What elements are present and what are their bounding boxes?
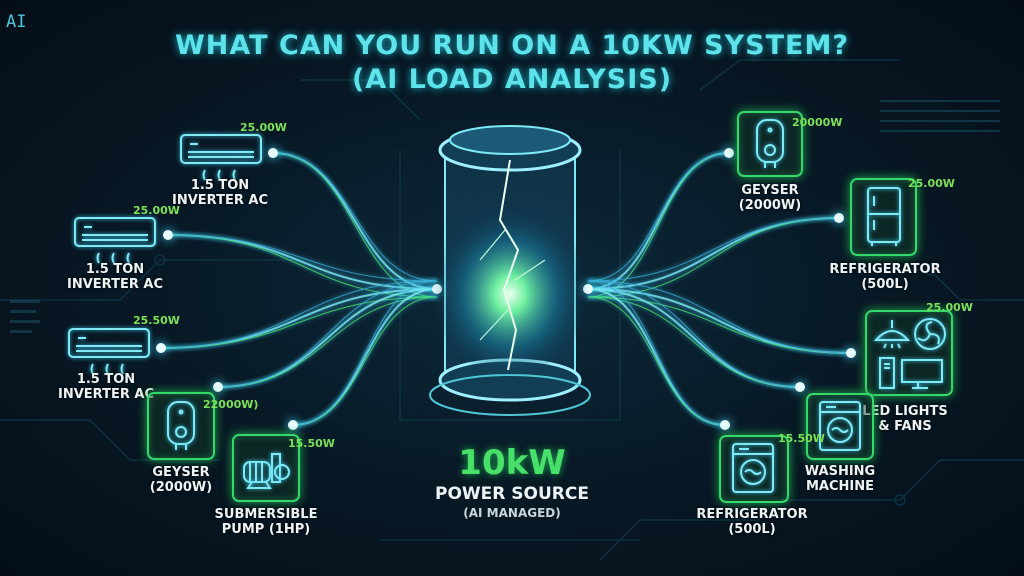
wire-endpoint: [795, 382, 805, 392]
load-value: 25.00W: [908, 177, 955, 190]
water-pump-icon: [243, 453, 290, 489]
wire-endpoint: [834, 213, 844, 223]
load-label: REFRIGERATOR(500L): [829, 262, 941, 292]
wire-endpoint: [268, 148, 278, 158]
power-wire: [587, 280, 726, 426]
power-wire: [272, 152, 438, 290]
load-label: GEYSER(2000W): [738, 183, 802, 213]
wire-endpoint: [720, 420, 730, 430]
power-wire: [587, 296, 726, 426]
load-label: REFRIGERATOR(500L): [696, 507, 808, 537]
washing-machine-icon: [819, 401, 861, 451]
power-wire: [167, 234, 438, 282]
washing-machine-icon: [732, 443, 774, 493]
refrigerator-icon: [867, 187, 901, 246]
power-wire: [167, 234, 438, 298]
page-subtitle: (AI LOAD ANALYSIS): [351, 64, 673, 95]
ai-managed-label: (AI MANAGED): [463, 506, 561, 520]
wire-endpoint: [156, 343, 166, 353]
lights-fans-computer-icon: [873, 318, 946, 389]
power-wire: [587, 280, 852, 354]
power-wire: [160, 280, 438, 349]
power-wire: [160, 288, 438, 349]
water-heater-icon: [167, 401, 195, 450]
load-value: 20000W: [792, 116, 843, 129]
load-label: LED LIGHTS& FANS: [862, 404, 948, 434]
power-wire: [587, 152, 730, 282]
power-wire: [587, 152, 730, 298]
power-wire: [587, 280, 801, 388]
wire-endpoint: [213, 382, 223, 392]
wire-endpoint: [288, 420, 298, 430]
load-value: 22000W): [203, 398, 259, 411]
power-wire: [587, 217, 840, 298]
wire-endpoint: [724, 148, 734, 158]
power-source-label: POWER SOURCE: [435, 484, 589, 504]
load-value: 25.00W: [133, 204, 180, 217]
capacity-value: 10kW: [458, 443, 566, 483]
power-wire: [587, 296, 801, 388]
load-value: 25.00W: [240, 121, 287, 134]
load-value: 15.50W: [288, 437, 335, 450]
power-wire: [272, 152, 438, 298]
air-conditioner-icon: [74, 217, 156, 264]
load-label: GEYSER(2000W): [149, 465, 213, 495]
power-wire: [160, 296, 438, 349]
page-title: WHAT CAN YOU RUN ON A 10KW SYSTEM?: [174, 30, 850, 61]
water-heater-icon: [756, 119, 784, 168]
load-value: 25.50W: [133, 314, 180, 327]
power-cylinder-icon: [429, 125, 591, 416]
load-value: 15.50W: [778, 432, 825, 445]
power-wire: [587, 296, 852, 354]
air-conditioner-icon: [68, 328, 150, 375]
power-wire: [217, 296, 438, 388]
power-wire: [292, 280, 438, 426]
power-wire: [587, 217, 840, 282]
load-value: 25.00W: [926, 301, 973, 314]
ai-logo: AI: [6, 12, 27, 32]
power-wire: [292, 296, 438, 426]
wire-endpoint: [846, 348, 856, 358]
air-conditioner-icon: [180, 134, 262, 181]
power-wire: [587, 152, 730, 290]
power-wire: [272, 152, 438, 282]
power-wire: [217, 280, 438, 388]
power-wire: [167, 234, 438, 290]
wire-endpoint: [163, 230, 173, 240]
